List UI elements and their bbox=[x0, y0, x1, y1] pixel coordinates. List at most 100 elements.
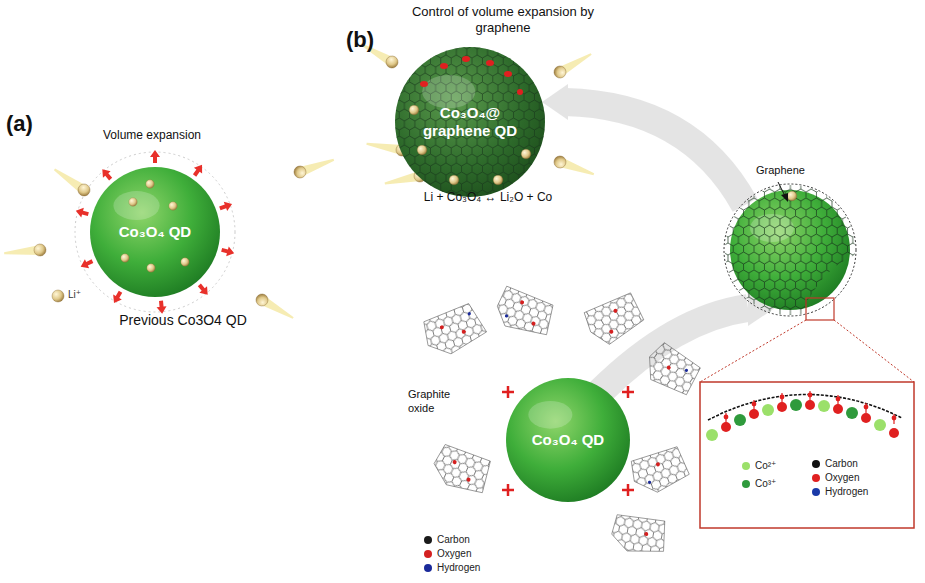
illustration-part bbox=[528, 401, 572, 429]
illustration-part bbox=[504, 71, 512, 77]
quantum-dot-sphere: Co₃O₄ QD bbox=[89, 166, 221, 298]
illustration-part bbox=[790, 399, 802, 411]
illustration-part bbox=[79, 257, 95, 272]
illustration-part bbox=[254, 292, 296, 323]
legend-swatch bbox=[812, 474, 820, 482]
illustration-part bbox=[628, 444, 692, 498]
illustration-part bbox=[502, 484, 514, 496]
graphite-oxide-flakes bbox=[420, 286, 703, 558]
illustration-part bbox=[395, 47, 545, 197]
illustration-part bbox=[506, 378, 630, 502]
illustration-part bbox=[147, 264, 155, 272]
illustration-part bbox=[417, 145, 427, 155]
illustration-part bbox=[778, 182, 785, 196]
illustration-part bbox=[420, 301, 489, 359]
illustration-part bbox=[777, 402, 787, 412]
legend-row: Co³⁺ bbox=[742, 478, 776, 489]
illustration-part bbox=[700, 382, 914, 528]
graphene-wrapped-sphere bbox=[700, 184, 914, 382]
illustration-part bbox=[706, 429, 718, 441]
illustration-part bbox=[520, 300, 525, 305]
illustration-part bbox=[440, 63, 448, 69]
illustration-part bbox=[609, 329, 614, 334]
illustration-part bbox=[892, 416, 897, 421]
illustration-part bbox=[581, 288, 648, 350]
illustration-part bbox=[834, 320, 914, 382]
illustration-part bbox=[196, 282, 212, 298]
illustration-part bbox=[805, 400, 815, 410]
illustration-part bbox=[721, 422, 731, 432]
illustration-part bbox=[428, 440, 496, 500]
part-label: Graphite oxide bbox=[408, 388, 466, 416]
illustration-part bbox=[486, 60, 494, 66]
illustration-part bbox=[724, 415, 729, 420]
illustration-part bbox=[808, 393, 813, 398]
reaction-equation: Li + Co₃O₄ ↔ Li₂O + Co bbox=[424, 190, 553, 205]
legend-row: Hydrogen bbox=[424, 562, 480, 573]
panel-letter: (b) bbox=[346, 26, 374, 54]
illustration-part bbox=[428, 440, 496, 500]
legend-swatch bbox=[424, 536, 432, 544]
legend-text: Hydrogen bbox=[437, 562, 480, 573]
illustration-part bbox=[150, 150, 160, 163]
illustration-part bbox=[129, 198, 137, 206]
illustration-part bbox=[409, 105, 419, 115]
illustration-part bbox=[639, 340, 703, 401]
illustration-part bbox=[218, 199, 234, 213]
illustration-part bbox=[836, 397, 841, 402]
illustration-part bbox=[169, 202, 177, 210]
illustration-part bbox=[502, 386, 514, 398]
illustration-part bbox=[726, 391, 894, 424]
quantum-dot-sphere: Co₃O₄ QD bbox=[505, 377, 631, 503]
illustration-part bbox=[521, 149, 531, 159]
legend-text: Hydrogen bbox=[825, 486, 868, 497]
legend-swatch bbox=[424, 550, 432, 558]
illustration-part bbox=[51, 164, 92, 198]
sphere-label: Co₃O₄ QD bbox=[119, 223, 191, 241]
illustration-part bbox=[531, 321, 536, 326]
illustration-part bbox=[52, 290, 64, 302]
illustration-part bbox=[752, 402, 757, 407]
illustration-part bbox=[90, 167, 220, 297]
illustration-part bbox=[190, 162, 206, 178]
illustration-part bbox=[461, 329, 466, 334]
illustration-part bbox=[4, 243, 47, 259]
illustration-part bbox=[609, 512, 668, 557]
illustration-part bbox=[749, 409, 759, 419]
panel-heading: Control of volume expansion by graphene bbox=[409, 4, 597, 37]
lithium-ions bbox=[4, 154, 336, 323]
illustration-part bbox=[648, 480, 652, 484]
illustration-part bbox=[420, 81, 428, 87]
legend-row: Co²⁺ bbox=[742, 460, 776, 471]
illustration-part bbox=[492, 286, 558, 341]
legend-text: Co³⁺ bbox=[755, 478, 776, 489]
illustration-part bbox=[684, 368, 688, 372]
ion-label: Li⁺ bbox=[68, 289, 81, 302]
illustration-part bbox=[422, 75, 475, 108]
illustration-part bbox=[493, 175, 503, 185]
legend-swatch bbox=[424, 564, 432, 572]
illustration-part bbox=[439, 325, 444, 330]
legend-swatch bbox=[742, 462, 750, 470]
illustration-part bbox=[833, 404, 843, 414]
illustration-part bbox=[734, 414, 746, 426]
illustration-part bbox=[666, 365, 672, 371]
illustration-part bbox=[542, 84, 568, 120]
illustration-part bbox=[806, 298, 834, 320]
illustration-part bbox=[781, 193, 788, 202]
sphere-label: Co₃O₄ QD bbox=[532, 431, 604, 449]
panel-letter: (a) bbox=[6, 110, 33, 138]
illustration-part bbox=[292, 154, 336, 180]
illustration-part bbox=[220, 245, 235, 258]
part-label: Graphene bbox=[756, 164, 805, 178]
legend-swatch bbox=[812, 488, 820, 496]
illustration-part bbox=[725, 185, 855, 315]
illustration-part bbox=[552, 49, 594, 80]
expansion-arrows bbox=[74, 150, 235, 314]
legend-swatch bbox=[742, 480, 750, 488]
illustration-part bbox=[864, 405, 869, 410]
illustration-part bbox=[581, 288, 648, 350]
illustration-part bbox=[492, 286, 558, 341]
legend-row: Carbon bbox=[424, 534, 470, 545]
